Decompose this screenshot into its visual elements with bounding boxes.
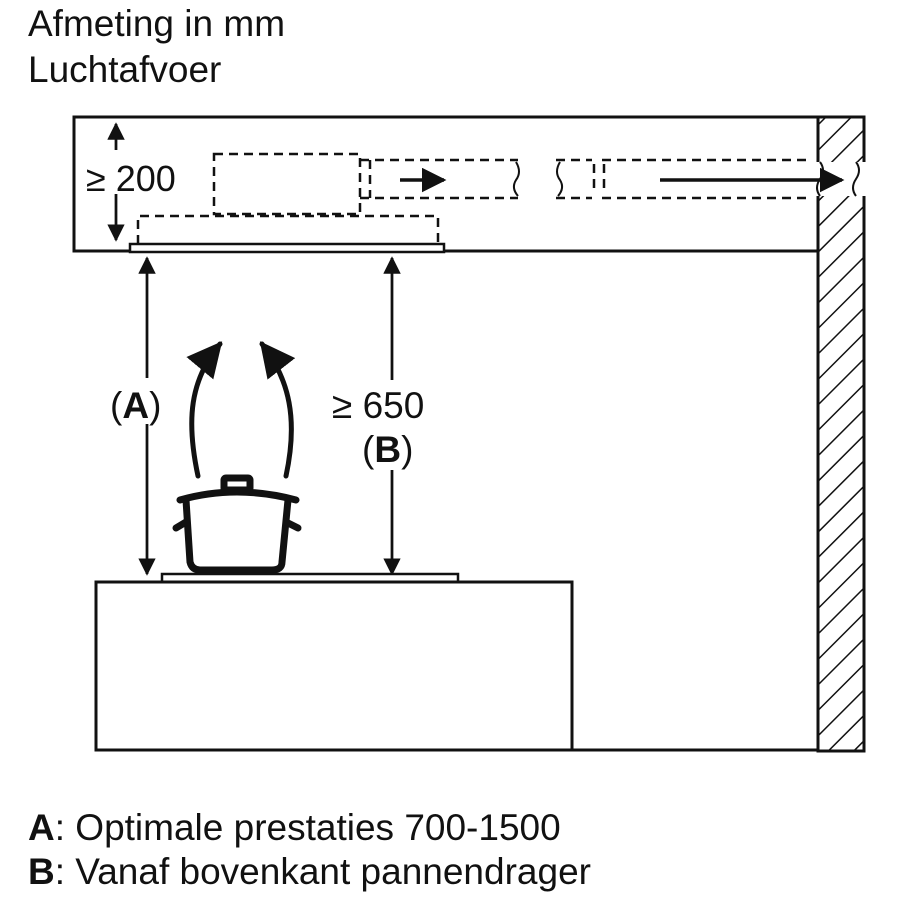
dimension-top-label: ≥ 200 (86, 158, 176, 199)
dimension-a-letter: A (122, 385, 149, 426)
dimension-b-value: ≥ 650 (332, 385, 424, 426)
steam-arrows (186, 341, 296, 479)
svg-text:(A): (A) (110, 385, 161, 426)
diagram-subtitle: Luchtafvoer (28, 49, 222, 90)
legend-a-text: : Optimale prestaties 700-1500 (54, 807, 561, 848)
hood-unit-dashed (136, 152, 812, 244)
dimension-a-close: ) (149, 385, 161, 426)
legend-a: A: Optimale prestaties 700-1500 (28, 806, 561, 850)
dimension-a-open: ( (110, 385, 123, 426)
legend-b: B: Vanaf bovenkant pannendrager (28, 850, 591, 894)
ceiling (72, 115, 818, 253)
kitchen-cabinet (94, 580, 574, 752)
dimension-b-letter: B (374, 429, 401, 470)
dimension-b-open: ( (362, 429, 375, 470)
legend-b-key: B (28, 851, 55, 892)
hood-panel (128, 242, 446, 254)
dimension-b-close: ) (401, 429, 413, 470)
duct-break-right (556, 161, 564, 197)
duct-break-left (512, 161, 520, 197)
legend-a-key: A (28, 807, 55, 848)
pot-icon (172, 474, 302, 574)
diagram-title: Afmeting in mm (28, 3, 286, 44)
svg-text:(B): (B) (362, 429, 413, 470)
wall (814, 115, 866, 753)
legend-b-text: : Vanaf bovenkant pannendrager (54, 851, 591, 892)
